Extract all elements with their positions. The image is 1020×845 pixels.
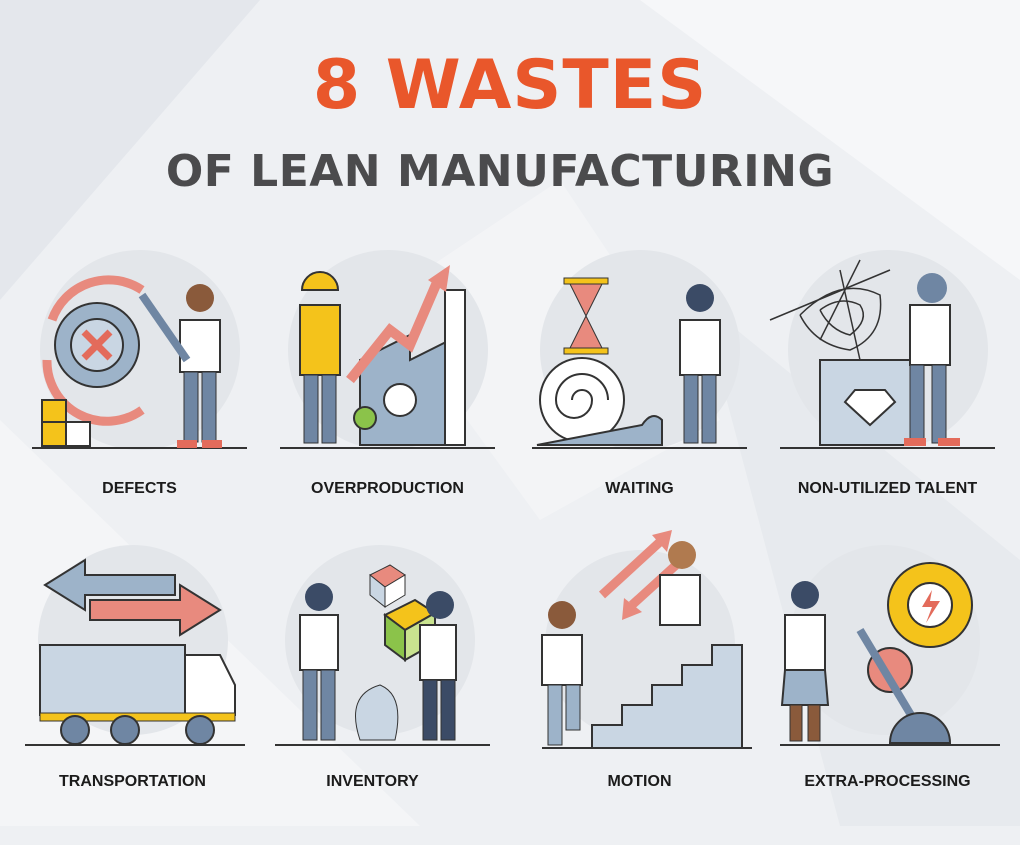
waste-label-motion: MOTION: [607, 773, 672, 790]
gear-with-x-icon: [32, 250, 247, 450]
waste-card-inventory: INVENTORY: [245, 545, 500, 845]
waste-card-extra-processing: EXTRA-PROCESSING: [760, 545, 1015, 845]
gears-lever-icon: [780, 545, 1000, 746]
waste-label-overproduction: OVERPRODUCTION: [311, 480, 464, 497]
waste-card-non-utilized-talent: NON-UTILIZED TALENT: [760, 250, 1015, 550]
boxes-icon: [275, 545, 490, 746]
truck-arrows-icon: [25, 545, 245, 746]
waste-card-transportation: TRANSPORTATION: [5, 545, 260, 845]
cobweb-diamond-icon: [769, 250, 995, 450]
waste-card-overproduction: OVERPRODUCTION: [260, 250, 515, 550]
waste-label-defects: DEFECTS: [102, 480, 177, 497]
factory-rising-arrow-icon: [280, 250, 495, 450]
page-subtitle: OF LEAN MANUFACTURING: [165, 146, 835, 197]
waste-card-defects: DEFECTS: [12, 250, 267, 550]
page-title: 8 WASTES: [312, 46, 708, 125]
waste-label-non-utilized-talent: NON-UTILIZED TALENT: [797, 480, 978, 497]
waste-card-motion: MOTION: [512, 520, 767, 820]
stairs-arrows-icon: [541, 530, 752, 749]
waste-label-waiting: WAITING: [605, 480, 674, 497]
waste-label-inventory: INVENTORY: [326, 773, 419, 790]
waste-label-extra-processing: EXTRA-PROCESSING: [804, 773, 971, 790]
waste-card-waiting: WAITING: [512, 250, 767, 550]
hourglass-snail-icon: [532, 250, 747, 450]
waste-label-transportation: TRANSPORTATION: [59, 773, 206, 790]
